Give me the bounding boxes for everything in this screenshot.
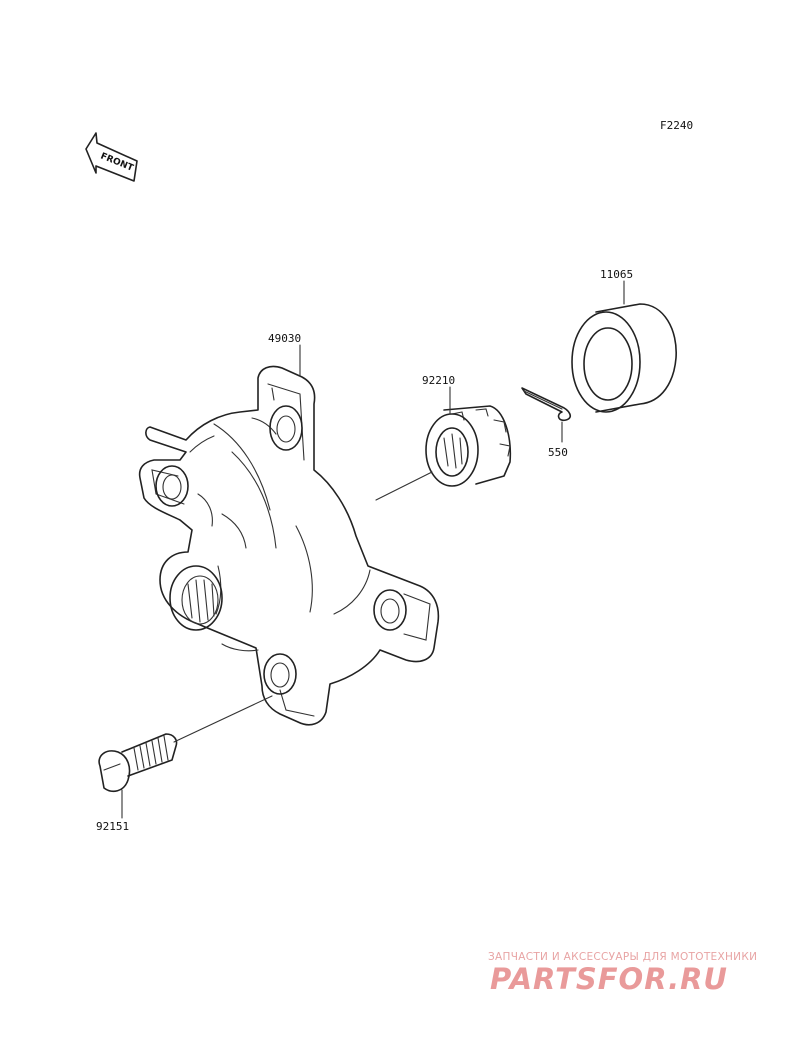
bolt-part-number: 92151 (96, 820, 129, 833)
cotter-pin-drawing (521, 387, 572, 422)
bolt-drawing (98, 733, 178, 793)
assembly-line-bolt-hub (173, 695, 273, 743)
figure-code: F2240 (660, 119, 693, 132)
bush-part-number: 11065 (600, 268, 633, 281)
watermark-logo: PARTSFOR.RU (490, 962, 728, 996)
bearing-part-number: 92210 (422, 374, 455, 387)
assembly-line-hub-bearing (375, 471, 433, 501)
hub-drawing (138, 365, 440, 726)
cotter-pin-part-number: 550 (548, 446, 568, 459)
bush-drawing (571, 303, 677, 413)
watermark-tagline: ЗАПЧАСТИ И АКСЕССУАРЫ ДЛЯ МОТОТЕХНИКИ (488, 951, 758, 963)
bearing-drawing (425, 405, 512, 487)
hub-part-number: 49030 (268, 332, 301, 345)
front-arrow-icon: FRONT (85, 132, 138, 182)
